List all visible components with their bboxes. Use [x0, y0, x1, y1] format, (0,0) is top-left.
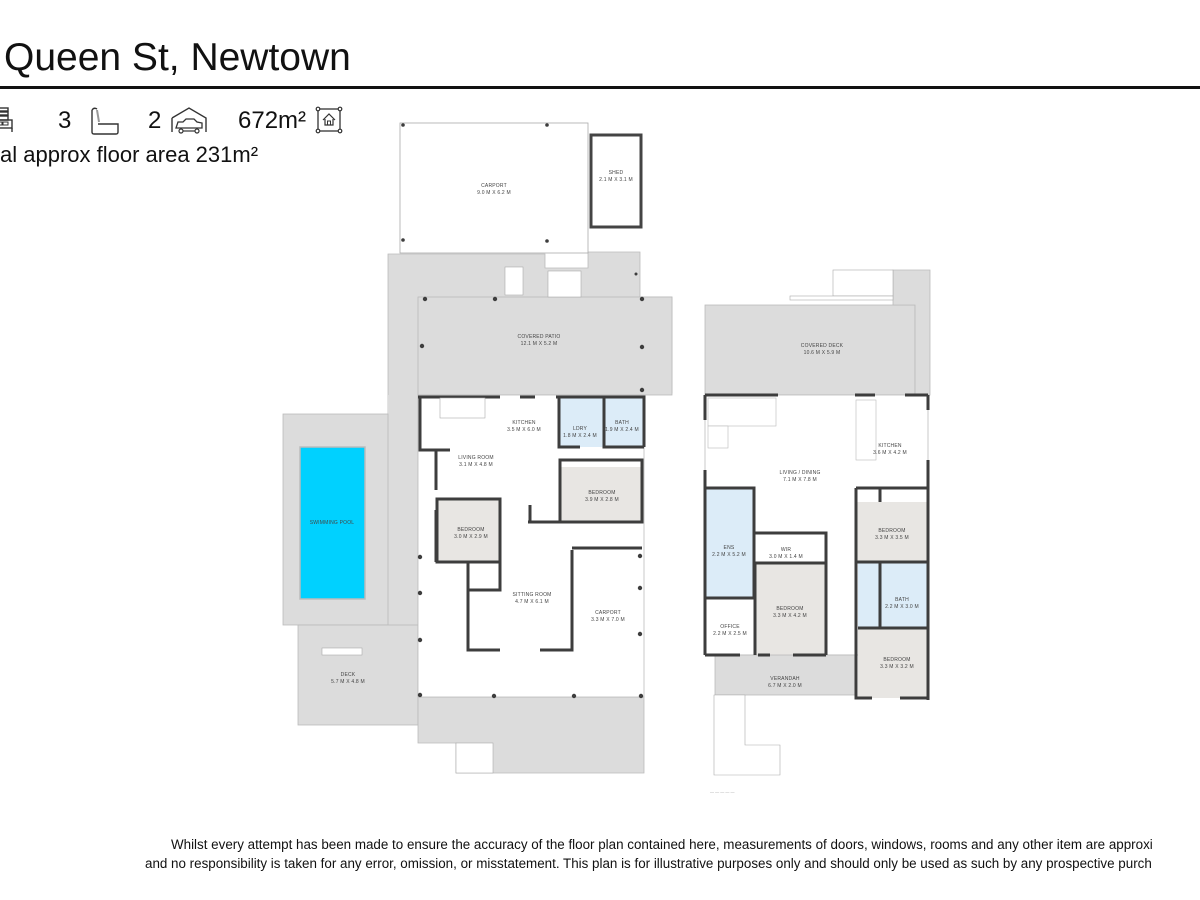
land-area: 672m² — [238, 107, 307, 134]
right-floor-plan: — — — — — — [703, 269, 931, 794]
left-floor-plan — [282, 122, 673, 774]
car-space-count: 2 — [148, 107, 162, 134]
property-title: Queen St, Newtown — [4, 36, 351, 79]
garage-car-icon — [171, 107, 207, 134]
disclaimer-line-1: Whilst every attempt has been made to en… — [171, 837, 1153, 852]
room-label: SWIMMING POOL — [309, 520, 355, 526]
land-area-house-icon — [315, 106, 343, 134]
bed-icon — [0, 107, 13, 132]
title-divider — [0, 86, 1200, 89]
bathroom-count: 3 — [58, 107, 72, 134]
bathtub-icon — [91, 107, 119, 135]
svg-text:— — — — —: — — — — — — [710, 789, 734, 794]
floor-area-summary: al approx floor area 231m² — [0, 142, 259, 167]
disclaimer-line-2: and no responsibility is taken for any e… — [145, 856, 1152, 871]
